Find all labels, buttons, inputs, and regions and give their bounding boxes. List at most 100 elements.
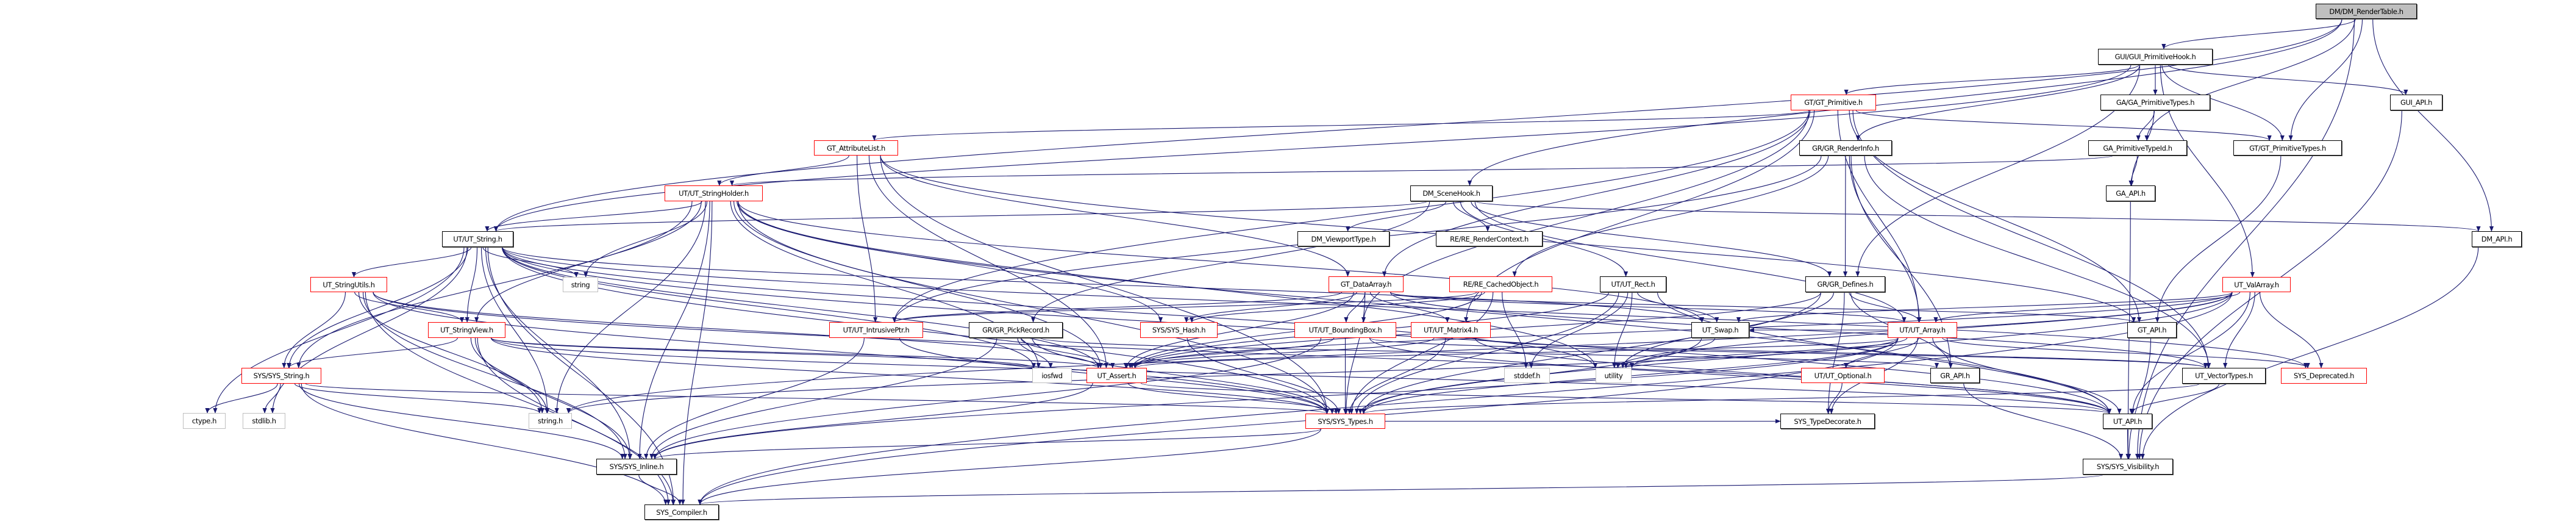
- node-label: UT_Assert.h: [1097, 371, 1136, 380]
- edge-ut-string-to-sys-deprecated: [501, 246, 2308, 368]
- node-label: DM_SceneHook.h: [1422, 189, 1480, 198]
- graph-node-ut-vectortypes[interactable]: UT_VectorTypes.h: [2182, 368, 2266, 384]
- graph-node-ut-api[interactable]: UT_API.h: [2103, 414, 2152, 429]
- graph-node-ut-matrix4[interactable]: UT/UT_Matrix4.h: [1411, 322, 1491, 338]
- graph-node-gui-api[interactable]: GUI_API.h: [2390, 95, 2442, 110]
- graph-node-sys-deprecated[interactable]: SYS_Deprecated.h: [2281, 368, 2367, 384]
- edge-gr-pickrecord-to-gr-api: [1040, 337, 1939, 368]
- node-label: GT/GT_Primitive.h: [1804, 98, 1863, 107]
- graph-node-ga-primtypeid[interactable]: GA_PrimitiveTypeId.h: [2088, 140, 2187, 156]
- graph-node-ut-array[interactable]: UT/UT_Array.h: [1888, 322, 1957, 338]
- graph-node-stdlib[interactable]: stdlib.h: [243, 413, 285, 429]
- graph-node-re-cachedobj[interactable]: RE/RE_CachedObject.h: [1449, 276, 1552, 292]
- graph-node-ut-valarray[interactable]: UT_ValArray.h: [2222, 277, 2291, 292]
- graph-node-sys-hash[interactable]: SYS/SYS_Hash.h: [1140, 322, 1218, 338]
- graph-node-ga-primtypes[interactable]: GA/GA_PrimitiveTypes.h: [2100, 95, 2210, 110]
- graph-node-gui-hook[interactable]: GUI/GUI_PrimitiveHook.h: [2098, 49, 2213, 65]
- graph-node-sys-types[interactable]: SYS/SYS_Types.h: [1305, 414, 1385, 429]
- node-label: GUI_API.h: [2400, 98, 2432, 107]
- graph-node-ut-intrusiveptr[interactable]: UT/UT_IntrusivePtr.h: [829, 322, 923, 338]
- graph-node-ut-strholder[interactable]: UT/UT_StringHolder.h: [665, 185, 763, 201]
- graph-node-gr-renderinfo[interactable]: GR/GR_RenderInfo.h: [1799, 140, 1892, 156]
- edge-ut-strutils-to-string-h: [358, 292, 544, 414]
- graph-node-sys-typedecorate[interactable]: SYS_TypeDecorate.h: [1780, 414, 1875, 429]
- graph-node-ut-bbox[interactable]: UT/UT_BoundingBox.h: [1294, 322, 1396, 338]
- edge-ut-rect-to-utility: [1612, 292, 1633, 368]
- edge-dm-scenehook-to-ut-rect: [1460, 201, 1629, 277]
- edge-dm-scenehook-to-dm-viewporttype: [1346, 201, 1447, 232]
- edge-ga-primtypes-to-ga-primtypeid: [2136, 110, 2155, 141]
- graph-node-stddef[interactable]: stddef.h: [1504, 368, 1550, 383]
- graph-node-gt-prim[interactable]: GT/GT_Primitive.h: [1791, 95, 1876, 110]
- edge-ut-matrix4-to-ut-api: [1474, 337, 2111, 414]
- edge-root-to-dm-scenehook: [1467, 18, 2342, 186]
- graph-node-gr-pickrecord[interactable]: GR/GR_PickRecord.h: [969, 322, 1063, 338]
- edge-ut-strutils-to-sys-types: [373, 292, 1329, 414]
- edge-gui-hook-to-gr-defines: [1855, 64, 2141, 277]
- graph-node-ut-string[interactable]: UT/UT_String.h: [442, 231, 513, 247]
- graph-node-gt-primtypes[interactable]: GT/GT_PrimitiveTypes.h: [2233, 140, 2342, 156]
- graph-node-iosfwd[interactable]: iosfwd: [1032, 368, 1072, 383]
- graph-node-ut-optional[interactable]: UT/UT_Optional.h: [1801, 368, 1885, 383]
- graph-node-dm-api[interactable]: DM_API.h: [2472, 231, 2522, 247]
- graph-node-sys-compiler[interactable]: SYS_Compiler.h: [644, 504, 719, 520]
- edge-ut-strview-to-sys-compiler: [477, 337, 676, 505]
- graph-node-gt-api[interactable]: GT_API.h: [2127, 322, 2177, 338]
- edge-gt-prim-to-gt-primtypes: [1855, 110, 2272, 141]
- edge-ut-strutils-to-sys-string: [282, 292, 346, 368]
- node-label: SYS/SYS_Visibility.h: [2096, 462, 2160, 471]
- graph-node-ut-strview[interactable]: UT_StringView.h: [428, 322, 505, 338]
- edge-ut-strview-to-iosfwd: [490, 337, 1036, 368]
- edge-ut-string-to-sys-inline: [485, 246, 633, 459]
- edge-gr-pickrecord-to-ut-assert: [1020, 337, 1115, 368]
- graph-node-ut-rect[interactable]: UT/UT_Rect.h: [1600, 276, 1666, 292]
- edge-gr-renderinfo-to-ut-array: [1849, 155, 1922, 323]
- graph-node-gt-attr[interactable]: GT_AttributeList.h: [814, 140, 898, 156]
- graph-node-sys-visibility[interactable]: SYS/SYS_Visibility.h: [2083, 459, 2173, 475]
- graph-node-string[interactable]: string: [563, 277, 598, 292]
- edge-root-to-dm-api: [2372, 18, 2494, 232]
- edge-ga-primtypeid-to-ga-api: [2128, 155, 2138, 186]
- edge-ut-array-to-ut-assert: [1133, 337, 1899, 368]
- edge-gt-prim-to-gt-attr: [872, 110, 1810, 141]
- node-label: DM_ViewportType.h: [1311, 234, 1376, 243]
- edge-dm-scenehook-to-ut-string: [494, 201, 1428, 232]
- edge-ut-strview-to-sys-types: [490, 337, 1329, 414]
- edge-gr-renderinfo-to-re-cachedobj: [1512, 155, 1829, 277]
- edge-ut-strview-to-string-h: [470, 337, 549, 414]
- node-label: utility: [1604, 371, 1623, 380]
- graph-node-ctype[interactable]: ctype.h: [183, 413, 226, 429]
- graph-node-re-rendercontext[interactable]: RE/RE_RenderContext.h: [1436, 231, 1543, 246]
- graph-node-gt-dataarray[interactable]: GT_DataArray.h: [1329, 276, 1404, 292]
- node-label: UT/UT_IntrusivePtr.h: [843, 326, 910, 334]
- edge-ut-string-to-ctype: [213, 246, 465, 414]
- edge-gui-hook-to-gr-renderinfo: [1855, 64, 2141, 141]
- node-label: GUI/GUI_PrimitiveHook.h: [2114, 52, 2196, 61]
- edge-gt-prim-to-gt-dataarray: [1382, 110, 1811, 277]
- graph-node-sys-string[interactable]: SYS/SYS_String.h: [241, 368, 321, 384]
- graph-node-dm-scenehook[interactable]: DM_SceneHook.h: [1410, 185, 1493, 201]
- edge-ut-valarray-to-ut-assert: [1133, 292, 2233, 368]
- graph-node-ut-assert[interactable]: UT_Assert.h: [1086, 368, 1147, 383]
- node-label: DM_API.h: [2481, 235, 2513, 243]
- graph-node-utility[interactable]: utility: [1596, 368, 1632, 383]
- node-label: GR/GR_PickRecord.h: [982, 326, 1049, 334]
- graph-node-ga-api[interactable]: GA_API.h: [2106, 185, 2155, 201]
- graph-node-dm-viewporttype[interactable]: DM_ViewportType.h: [1297, 231, 1390, 246]
- node-label: SYS/SYS_Types.h: [1318, 417, 1373, 426]
- edge-ut-string-to-string: [482, 246, 579, 278]
- graph-node-sys-inline[interactable]: SYS/SYS_Inline.h: [596, 459, 677, 475]
- edge-dm-api-to-sys-visibility: [2140, 246, 2479, 459]
- edge-root-to-gui-hook: [2161, 18, 2357, 49]
- graph-node-root[interactable]: DM/DM_RenderTable.h: [2316, 4, 2417, 19]
- graph-node-gr-defines[interactable]: GR/GR_Defines.h: [1805, 276, 1885, 292]
- edge-gt-prim-to-ut-vectortypes: [1852, 110, 2211, 368]
- edge-sys-hash-to-sys-types: [1186, 337, 1341, 414]
- node-label: UT_VectorTypes.h: [2195, 371, 2253, 380]
- graph-node-string-h[interactable]: string.h: [529, 413, 572, 429]
- graph-node-ut-swap[interactable]: UT_Swap.h: [1691, 322, 1749, 338]
- node-label: UT/UT_Rect.h: [1611, 280, 1655, 289]
- graph-node-gr-api[interactable]: GR_API.h: [1930, 368, 1980, 383]
- node-label: DM/DM_RenderTable.h: [2329, 7, 2403, 16]
- graph-node-ut-strutils[interactable]: UT_StringUtils.h: [310, 277, 387, 292]
